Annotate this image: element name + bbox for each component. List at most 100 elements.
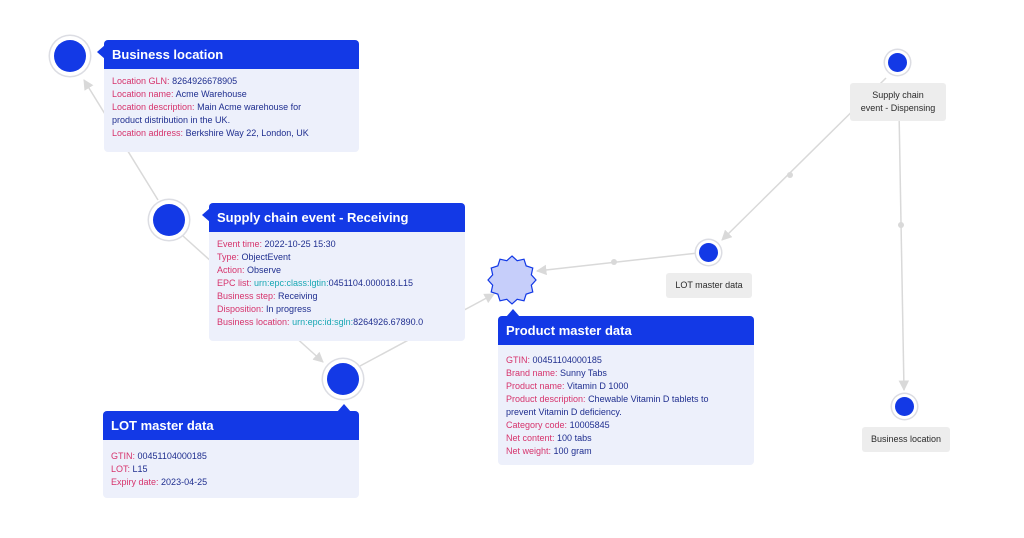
field-key: Location description: — [112, 102, 195, 112]
field-key: Location address: — [112, 128, 184, 138]
product-node-star[interactable] — [487, 255, 537, 305]
field-value: prevent Vitamin D deficiency. — [506, 407, 622, 417]
card-business-location: Business location Location GLN: 82649266… — [97, 40, 359, 152]
field-value: Receiving — [278, 291, 318, 301]
field-key: GTIN: — [111, 451, 135, 461]
field-key: Net weight: — [506, 446, 552, 456]
chip-business-location[interactable]: Business location — [862, 427, 950, 452]
field-value: Chewable Vitamin D tablets to — [588, 394, 709, 404]
card-field-row: Expiry date: 2023-04-25 — [111, 476, 351, 489]
card-field-row: Location description: Main Acme warehous… — [112, 101, 351, 114]
field-value: L15 — [132, 464, 148, 474]
card-title: Business location — [97, 40, 359, 69]
chip-label-line: Supply chain — [872, 90, 924, 100]
field-value: In progress — [266, 304, 312, 314]
field-value: Observe — [247, 265, 282, 275]
card-field-row: prevent Vitamin D deficiency. — [506, 406, 746, 419]
card-field-row: GTIN: 00451104000185 — [506, 354, 746, 367]
card-field-row: Event time: 2022-10-25 15:30 — [217, 238, 457, 251]
field-value: Main Acme warehouse for — [197, 102, 302, 112]
card-field-row: Product name: Vitamin D 1000 — [506, 380, 746, 393]
field-value: product distribution in the UK. — [112, 115, 231, 125]
card-field-row: product distribution in the UK. — [112, 114, 351, 127]
field-key: Product description: — [506, 394, 586, 404]
field-value: 8264926678905 — [172, 76, 238, 86]
card-field-row: LOT: L15 — [111, 463, 351, 476]
field-value: 100 tabs — [557, 433, 592, 443]
edge-right-lot-to-product — [535, 252, 699, 276]
field-urn-prefix: urn:epc:class:lgtin: — [254, 278, 329, 288]
card-tail — [97, 45, 105, 59]
field-key: Business step: — [217, 291, 276, 301]
field-value: Vitamin D 1000 — [567, 381, 629, 391]
node-lot-master-data[interactable] — [327, 363, 359, 395]
field-value: 8264926.67890.0 — [353, 317, 424, 327]
edge-midpoint — [611, 259, 617, 265]
card-field-row: Location GLN: 8264926678905 — [112, 75, 351, 88]
field-value: Berkshire Way 22, London, UK — [185, 128, 309, 138]
field-key: LOT: — [111, 464, 131, 474]
field-value: 100 gram — [553, 446, 592, 456]
card-field-row: Brand name: Sunny Tabs — [506, 367, 746, 380]
node-business-location[interactable] — [54, 40, 86, 72]
field-value: 10005845 — [569, 420, 610, 430]
card-tail — [506, 309, 520, 317]
card-title: LOT master data — [103, 404, 359, 440]
field-value: 2022-10-25 15:30 — [264, 239, 336, 249]
field-key: Type: — [217, 252, 240, 262]
card-field-row: Business step: Receiving — [217, 290, 457, 303]
card-field-row: Location name: Acme Warehouse — [112, 88, 351, 101]
card-tail — [337, 404, 351, 412]
field-key: Brand name: — [506, 368, 558, 378]
field-key: GTIN: — [506, 355, 530, 365]
field-key: Event time: — [217, 239, 263, 249]
node-dispensing-event[interactable] — [888, 53, 907, 72]
field-value: Sunny Tabs — [560, 368, 607, 378]
card-tail — [202, 208, 210, 222]
card-field-row: Business location: urn:epc:id:sgln:82649… — [217, 316, 457, 329]
field-value: ObjectEvent — [241, 252, 291, 262]
field-value: 2023-04-25 — [161, 477, 208, 487]
chip-label: Business location — [870, 434, 942, 444]
field-key: Expiry date: — [111, 477, 159, 487]
edge-dispensing-to-business-location — [898, 109, 910, 392]
node-right-business-location[interactable] — [895, 397, 914, 416]
card-title: Supply chain event - Receiving — [202, 203, 465, 232]
chip-lot-master-data[interactable]: LOT master data — [666, 273, 752, 298]
node-receiving-event[interactable] — [153, 204, 185, 236]
field-key: EPC list: — [217, 278, 252, 288]
edge-midpoint — [898, 222, 904, 228]
card-field-row: Location address: Berkshire Way 22, Lond… — [112, 127, 351, 140]
field-key: Net content: — [506, 433, 555, 443]
field-value: 0451104.000018.L15 — [328, 278, 413, 288]
node-right-lot[interactable] — [699, 243, 718, 262]
card-field-row: GTIN: 00451104000185 — [111, 450, 351, 463]
card-title: Product master data — [498, 309, 754, 345]
field-value: 00451104000185 — [532, 355, 602, 365]
chip-label: LOT master data — [675, 280, 743, 290]
card-field-row: Action: Observe — [217, 264, 457, 277]
card-field-row: Product description: Chewable Vitamin D … — [506, 393, 746, 406]
card-field-row: Net content: 100 tabs — [506, 432, 746, 445]
card-field-row: Disposition: In progress — [217, 303, 457, 316]
field-urn-prefix: urn:epc:id:sgln: — [292, 317, 354, 327]
card-field-row: Type: ObjectEvent — [217, 251, 457, 264]
field-key: Disposition: — [217, 304, 264, 314]
card-product-master-data: Product master data GTIN: 00451104000185… — [498, 309, 754, 465]
card-receiving-event: Supply chain event - Receiving Event tim… — [202, 203, 465, 341]
chip-dispensing-event[interactable]: Supply chain event - Dispensing — [850, 83, 946, 121]
chip-label-line: event - Dispensing — [860, 103, 936, 113]
card-field-row: EPC list: urn:epc:class:lgtin:0451104.00… — [217, 277, 457, 290]
field-value: 00451104000185 — [137, 451, 207, 461]
field-value: Acme Warehouse — [175, 89, 247, 99]
field-key: Location name: — [112, 89, 174, 99]
edge-midpoint — [787, 172, 793, 178]
field-key: Action: — [217, 265, 245, 275]
field-key: Business location: — [217, 317, 290, 327]
